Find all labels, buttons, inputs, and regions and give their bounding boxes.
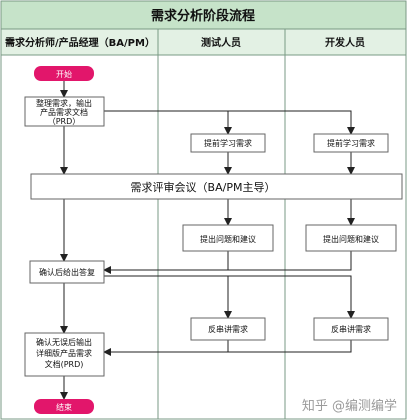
step-review-meeting-label: 需求评审会议（BA/PM主导） [131,180,276,194]
step-test-study [190,133,266,153]
title-bar [0,0,407,30]
step-organize-line-1: 整理需求，输出 [36,98,92,108]
lane-header-dev: 开发人员 [325,36,365,49]
arrow-test-feedback-to-final [103,340,229,356]
arrow-confirm-to-dev-feedback [228,275,355,319]
arrow-dev-feedback-to-final [228,340,352,353]
connectors [60,81,355,400]
step-final-prd-line-1: 确认无误后输出 [36,337,92,347]
diagram-title: 需求分析阶段流程 [151,8,255,24]
step-confirm-reply-label: 确认后给出答复 [39,267,95,277]
step-dev-feedback-label: 反串讲需求 [331,324,371,334]
arrow-organize-to-dev-study [228,110,355,135]
step-organize-requirements [24,96,105,127]
start-label: 开始 [56,69,72,79]
step-dev-study-label: 提前学习需求 [327,138,375,148]
step-final-prd [24,332,105,377]
step-review-meeting [30,173,403,200]
step-final-prd-line-3: 文档(PRD) [45,359,84,369]
step-test-questions [182,224,274,252]
step-dev-feedback [313,317,389,341]
end-label: 结束 [56,402,72,412]
step-test-feedback [190,317,266,341]
end-terminal [34,399,94,414]
arrow-dev-questions-to-confirm [228,251,352,271]
step-organize-line-2: 产品需求文档 [40,107,88,117]
step-dev-study [313,133,389,153]
step-confirm-reply [29,260,105,284]
watermark: 知乎 @编测编学 [301,399,397,414]
lane-header-test: 测试人员 [201,36,241,49]
step-test-questions-label: 提出问题和建议 [200,234,256,244]
step-test-feedback-label: 反串讲需求 [208,324,248,334]
step-organize-line-3: （PRD） [48,117,81,126]
step-final-prd-line-2: 详细版产品需求 [36,348,92,358]
step-dev-questions [305,224,397,252]
arrow-confirm-to-test-feedback [104,275,232,319]
start-terminal [34,66,94,81]
lane-header-row [0,28,407,56]
arrow-organize-to-test-study [104,110,232,135]
lane-header-pm: 需求分析师/产品经理（BA/PM） [5,36,155,49]
arrow-test-questions-to-confirm [103,251,229,274]
step-dev-questions-label: 提出问题和建议 [323,234,379,244]
step-test-study-label: 提前学习需求 [204,138,252,148]
